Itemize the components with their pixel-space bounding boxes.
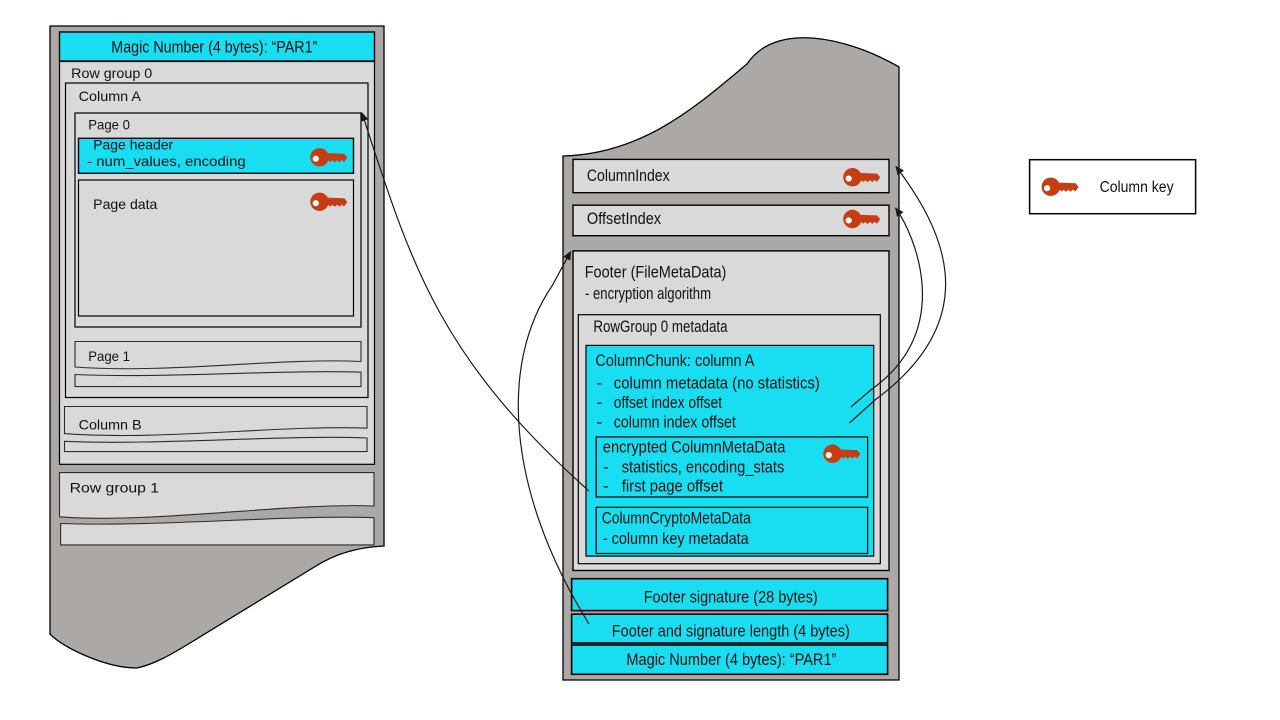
svg-text:ColumnIndex: ColumnIndex — [587, 166, 670, 185]
svg-text:ColumnChunk: column A: ColumnChunk: column A — [595, 351, 755, 370]
svg-text:first page offset: first page offset — [622, 476, 724, 495]
svg-text:Footer (FileMetaData): Footer (FileMetaData) — [585, 263, 727, 282]
svg-text:Footer signature (28 bytes): Footer signature (28 bytes) — [644, 588, 818, 607]
svg-text:Page 0: Page 0 — [88, 117, 130, 133]
svg-text:- encryption algorithm: - encryption algorithm — [585, 284, 711, 303]
svg-text:ColumnCryptoMetaData: ColumnCryptoMetaData — [602, 509, 752, 528]
svg-text:Page 1: Page 1 — [88, 348, 130, 364]
svg-text:Page header: Page header — [93, 137, 173, 153]
svg-text:column metadata (no statistics: column metadata (no statistics) — [614, 373, 820, 392]
svg-text:Column A: Column A — [79, 88, 142, 104]
svg-text:Magic Number (4 bytes): “PAR1: Magic Number (4 bytes): “PAR1” — [626, 650, 836, 669]
svg-text:Row group 1: Row group 1 — [70, 480, 160, 496]
svg-text:RowGroup 0 metadata: RowGroup 0 metadata — [593, 317, 728, 336]
svg-text:OffsetIndex: OffsetIndex — [587, 209, 662, 228]
svg-text:Magic Number (4 bytes): “PAR1: Magic Number (4 bytes): “PAR1” — [111, 38, 317, 57]
svg-text:statistics, encoding_stats: statistics, encoding_stats — [622, 457, 785, 476]
svg-text:-: - — [597, 413, 603, 432]
svg-text:-: - — [597, 393, 603, 412]
svg-text:-: - — [603, 476, 609, 495]
svg-text:offset index offset: offset index offset — [614, 393, 723, 412]
svg-text:Footer and signature length (4: Footer and signature length (4 bytes) — [612, 621, 850, 640]
svg-text:column index offset: column index offset — [614, 413, 736, 432]
svg-text:- num_values, encoding: - num_values, encoding — [87, 153, 246, 169]
svg-text:encrypted ColumnMetaData: encrypted ColumnMetaData — [603, 437, 786, 456]
svg-text:-: - — [603, 457, 609, 476]
svg-text:Page data: Page data — [93, 196, 157, 212]
svg-text:Column key: Column key — [1100, 179, 1174, 196]
svg-text:- column key metadata: - column key metadata — [603, 529, 749, 548]
svg-text:-: - — [597, 373, 603, 392]
svg-text:Column B: Column B — [79, 417, 142, 433]
svg-text:Row group 0: Row group 0 — [71, 65, 152, 81]
